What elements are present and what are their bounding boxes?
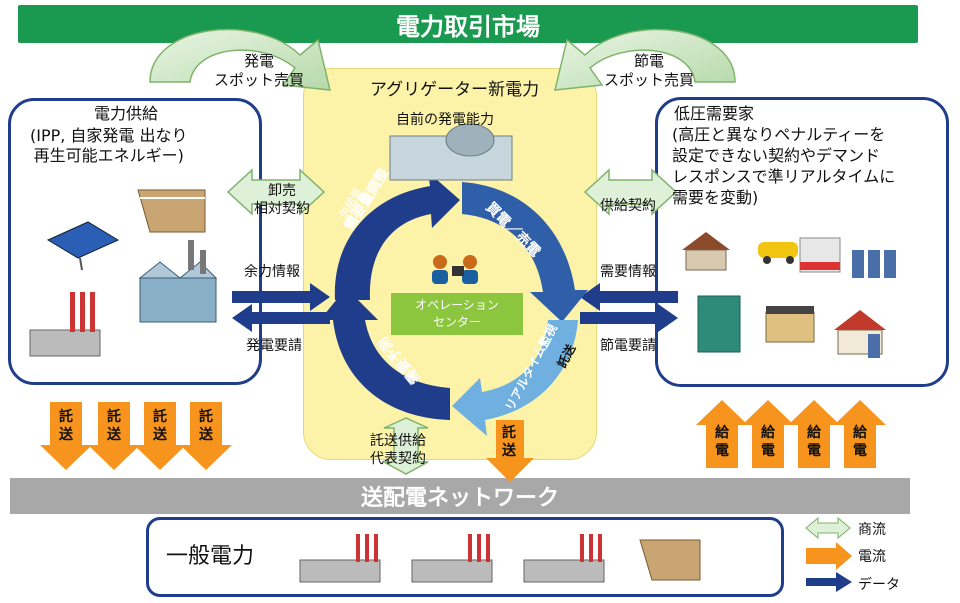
power-up-label-4: 給電 [853,425,867,459]
power-plant-icon [29,292,101,357]
wheeling-contract-commerce-arrow [383,417,429,475]
power-up-arrows [696,400,886,468]
store-icon [799,237,841,273]
demand-title: 低圧需要家 [674,104,755,123]
cycle-monitoring-arrow [452,320,578,436]
aggregator-wheeling-label: 託送 [502,425,516,459]
wholesale-commerce-arrow [226,168,326,216]
battery-icon [852,250,896,278]
car-icon [758,242,798,264]
solar-panel-icon [46,221,120,271]
legend-power-icon [806,542,852,570]
own-power-plant-icon [389,123,513,181]
generation-spot-curved-arrow [149,28,331,91]
convenience-store-icon [765,306,815,343]
supply-contract-label: 供給契約 [600,198,656,214]
gen-spot-label: 発電 スポット売買 [214,52,305,89]
cycle-buy-sell-arrow [462,182,588,322]
wheeling-down-label-4: 託送 [199,409,213,443]
electricity-market-title: 電力取引市場 [396,12,540,41]
dam-icon [137,189,206,233]
demand-description: (高圧と異なりペナルティーを 設定できない契約やデマンド レスポンスで準リアルタ… [672,125,896,207]
legend-power-label: 電流 [858,549,886,565]
cycle-demand-adjust-arrow [334,172,460,300]
transmission-network-title: 送配電ネットワーク [360,486,559,511]
general-plant-icon-1 [299,534,381,583]
surplus-info-label: 余力情報 [244,264,300,280]
operators-icon [432,255,478,284]
general-dam-icon [639,539,701,581]
demand-info-label: 需要情報 [600,264,656,280]
office-building-icon [697,295,741,353]
saving-request-label: 節電要請 [600,338,656,354]
power-up-label-1: 給電 [715,425,729,459]
factory-icon [138,240,218,323]
demand-info-data-arrow [580,283,678,311]
surplus-info-data-arrow [232,283,330,311]
wheeling-down-label-2: 託送 [107,409,121,443]
battery-icon-2 [868,334,880,358]
gen-request-data-arrow [232,304,330,332]
supply-subtitle: (IPP, 自家発電 出なり 再生可能エネルギー) [30,126,188,165]
general-plant-icon-3 [523,534,605,583]
supply-title: 電力供給 [94,104,159,123]
wheeling-down-label-3: 託送 [153,409,167,443]
saving-request-data-arrow [580,304,678,332]
power-up-label-2: 給電 [761,425,775,459]
wheeling-contract-label: 託送供給 代表契約 [370,433,426,467]
electricity-market-bar: 電力取引市場 [18,5,918,43]
transmission-network-bar: 送配電ネットワーク [10,478,910,514]
wheeling-down-label-1: 託送 [59,409,73,443]
wholesale-contract-label: 卸売 相対契約 [254,183,310,217]
legend-data-icon [806,572,852,592]
general-plant-icon-2 [411,534,493,583]
operation-center-label: オペレーション センター [391,293,523,335]
power-up-label-3: 給電 [807,425,821,459]
legend-commerce-icon [805,516,851,540]
gen-request-label: 発電要請 [246,338,302,354]
house-icon [682,232,730,271]
saving-spot-label: 節電 スポット売買 [604,52,695,89]
saving-spot-curved-arrow [554,28,736,91]
legend-commerce-label: 商流 [858,522,886,538]
supply-contract-commerce-arrow [583,168,678,216]
aggregator-title: アグリゲーター新電力 [370,80,540,100]
wheeling-down-arrows [40,402,534,482]
own-capacity-label: 自前の発電能力 [396,112,494,128]
cycle-forecast-arrow [320,288,450,420]
general-power-title: 一般電力 [166,544,255,569]
legend-data-label: データ [858,577,900,593]
